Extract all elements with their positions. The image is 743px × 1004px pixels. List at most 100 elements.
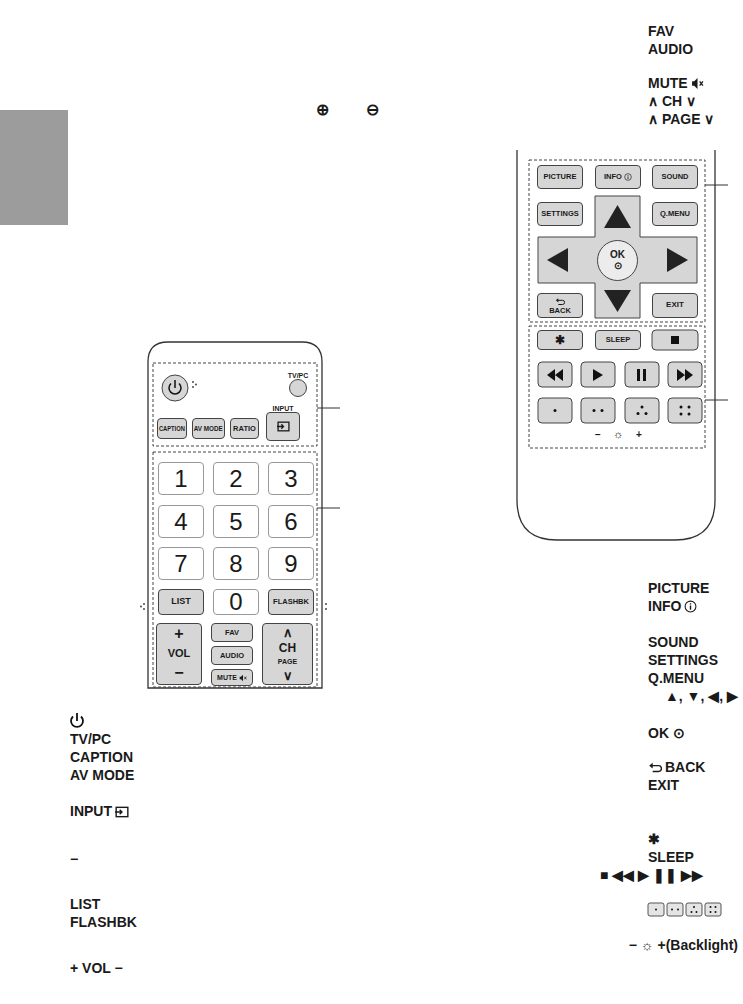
button-label: OK [610, 250, 625, 261]
color-button-dots [641, 406, 644, 409]
playback-buttons [668, 362, 702, 387]
key-name: BACK [665, 760, 705, 775]
color-button-icons [710, 906, 712, 908]
key-name: ∧ PAGE ∨ [648, 112, 714, 127]
remote-button: FAV [211, 623, 253, 642]
key-name: ■ ◀◀ ▶ ❚❚ ▶▶ [600, 868, 703, 883]
label-line: FLASHBK [70, 915, 137, 930]
remote-top-body [148, 342, 322, 688]
button-label: PICTURE [544, 173, 577, 181]
button-label: TV/PC [287, 372, 310, 379]
remote-button: 1 [158, 462, 204, 495]
color-button-dots [637, 412, 640, 415]
key-name: + VOL − [70, 961, 123, 976]
button-label: PAGE [278, 658, 297, 665]
info-icon [690, 603, 691, 610]
label-line: ∧ CH ∨ [648, 94, 696, 109]
button-label: 1 [174, 466, 187, 491]
side-dots [325, 608, 327, 610]
label-line: INFO [648, 599, 697, 614]
label-line: ⊕ [316, 101, 329, 119]
button-label: MUTE [217, 674, 237, 681]
playback-buttons [625, 362, 659, 387]
remote-button: 4 [158, 505, 204, 538]
remote-button: 0 [213, 589, 259, 615]
key-name: ⊖ [366, 101, 379, 119]
label-line: EXIT [648, 778, 679, 793]
label-line: ■ ◀◀ ▶ ❚❚ ▶▶ [600, 868, 703, 883]
label-line: OK ⊙ [648, 726, 685, 741]
dashed-groups [153, 452, 317, 687]
label-line: BACK [648, 760, 705, 775]
arrow-pad [538, 196, 697, 318]
playback-symbols [547, 369, 563, 381]
remote-button: ✱ [537, 330, 583, 350]
key-name: MUTE [648, 76, 688, 91]
label-line: LIST [70, 897, 100, 912]
remote-button: 8 [213, 547, 259, 580]
remote-bottom-body [517, 150, 715, 540]
remote-button: RATIO [230, 418, 259, 439]
remote-button: 9 [268, 547, 314, 580]
playback-symbols [643, 369, 646, 381]
color-button-icons [710, 911, 712, 913]
button-label: EXIT [666, 301, 684, 309]
language-tab [0, 110, 68, 225]
key-name: ✱ [648, 832, 660, 847]
remote-button: FLASHBK [268, 589, 314, 615]
button-label: VOL [168, 648, 191, 660]
button-label: ⊙ [614, 261, 622, 272]
stop-button [671, 336, 679, 344]
info-icon [684, 600, 697, 613]
label-line: + [635, 429, 643, 440]
leader-lines [317, 185, 728, 508]
remote-button: INFO [595, 165, 641, 189]
label-line: MUTE [648, 76, 704, 91]
side-dots [143, 608, 145, 610]
color-button-icons [648, 903, 721, 916]
mute-icon [692, 78, 697, 89]
button-label: Q.MENU [660, 210, 690, 218]
input-icon [115, 805, 129, 819]
remote-button: 7 [158, 547, 204, 580]
key-name: AV MODE [70, 768, 134, 783]
power-button [162, 375, 197, 401]
key-name: + [636, 429, 642, 440]
key-name: AUDIO [648, 42, 693, 57]
key-name: SETTINGS [648, 653, 718, 668]
back-icon [649, 762, 653, 768]
remote-button: TV/PC [289, 379, 307, 397]
color-button-icons [671, 909, 673, 911]
key-name: CAPTION [70, 750, 133, 765]
key-name: OK ⊙ [648, 726, 685, 741]
label-line: SETTINGS [648, 653, 718, 668]
color-button-icons [648, 903, 664, 916]
color-buttons [538, 398, 572, 423]
button-label: ✱ [555, 334, 565, 347]
color-button-dots [554, 406, 691, 416]
key-name: − [595, 429, 601, 440]
remote-button: AUDIO [211, 646, 253, 665]
button-label: INFO [604, 173, 622, 181]
leader-lines [317, 508, 340, 509]
key-name: FAV [648, 24, 674, 39]
remote-button: SOUND [652, 165, 698, 189]
stop-button [652, 330, 698, 350]
back-icon [652, 765, 662, 771]
arrow-pad [604, 290, 631, 312]
remote-button: BACK [537, 293, 583, 318]
label-line: ☼ [612, 428, 624, 440]
power-button [162, 375, 188, 401]
remote-button: PICTURE [537, 165, 583, 189]
remote-button: Q.MENU [652, 202, 698, 226]
button-label: 6 [284, 509, 297, 534]
color-buttons [581, 398, 615, 423]
button-label: 8 [229, 551, 242, 576]
playback-buttons [538, 362, 702, 387]
label-line: ⊖ [366, 101, 379, 119]
key-name: ☼ [613, 428, 623, 440]
key-name: INPUT [70, 804, 112, 819]
key-name: − [70, 852, 78, 867]
color-button-icons [691, 911, 693, 913]
